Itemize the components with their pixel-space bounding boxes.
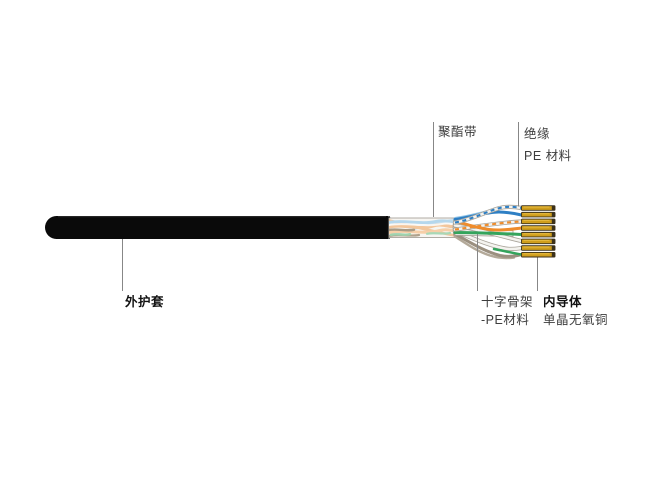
wire-white-blue [454, 205, 522, 224]
label-cross-skeleton: 十字骨架 -PE材料 [481, 294, 533, 329]
label-outer-sheath-text: 外护套 [125, 295, 165, 309]
conductor-pin [521, 238, 556, 245]
twisted-pairs [452, 204, 524, 260]
wire-white-tan [453, 229, 523, 251]
label-inner-conductor-line1: 内导体 [543, 295, 583, 309]
conductor-pin [521, 231, 556, 238]
wire-green-tip [492, 247, 523, 256]
label-outer-sheath: 外护套 [125, 294, 164, 312]
label-inner-conductor-line2: 单晶无氧铜 [543, 312, 609, 327]
wire-white-orange [454, 220, 522, 231]
label-cross-skeleton-line2: -PE材料 [481, 312, 530, 327]
label-insulation: 绝缘 PE 材料 [524, 124, 572, 167]
wire-tan-loose [453, 235, 516, 260]
conductor-pins [521, 205, 556, 258]
label-insulation-line1: 绝缘 [524, 127, 551, 141]
conductor-pin [521, 205, 556, 211]
callout-leader-lines [122, 122, 538, 291]
cable-outer-sheath [45, 216, 392, 239]
label-inner-conductor: 内导体 单晶无氧铜 [543, 294, 608, 329]
label-polyester-tape: 聚酯带 [438, 124, 477, 142]
label-polyester-tape-text: 聚酯带 [438, 125, 478, 139]
polyester-tape-wrap [388, 217, 458, 239]
wire-tan [453, 232, 523, 258]
conductor-pin [521, 211, 556, 218]
label-cross-skeleton-line1: 十字骨架 [481, 295, 534, 309]
conductor-pin [521, 251, 556, 258]
wire-green [453, 231, 523, 236]
conductor-pin [521, 225, 556, 231]
wire-orange [453, 219, 523, 232]
conductor-pin [521, 245, 556, 251]
label-insulation-line2: PE 材料 [524, 148, 572, 163]
conductor-pin [521, 218, 556, 225]
